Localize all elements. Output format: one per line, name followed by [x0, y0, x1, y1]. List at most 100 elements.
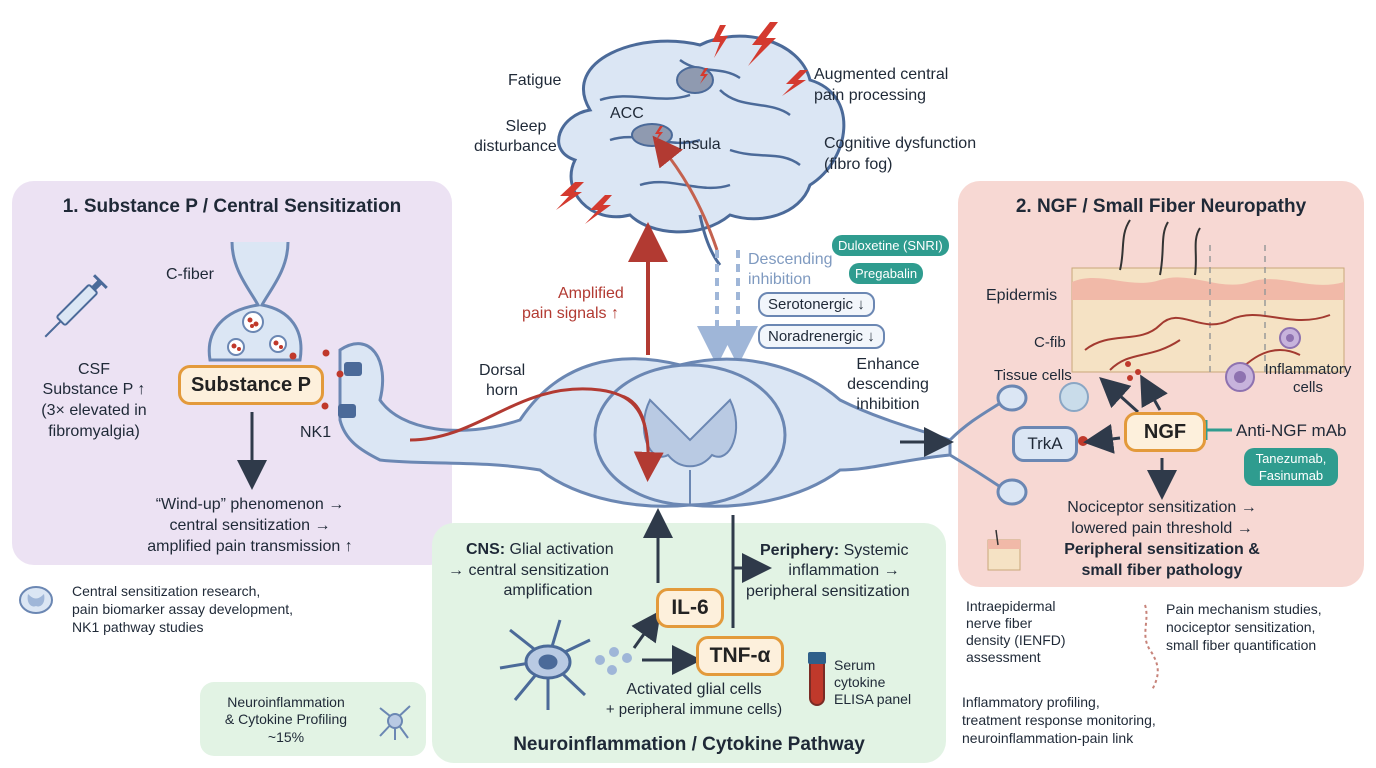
periphery-label-text: Systemic: [839, 542, 909, 559]
profiling-label-line2: & Cytokine Profiling: [224, 711, 348, 727]
ienfd-label-line2: nerve fiber: [966, 615, 1033, 631]
glial-label-line2: + peripheral immune cells): [605, 701, 783, 718]
epidermis-label: Epidermis: [986, 287, 1058, 304]
tanezumab-line1: Tanezumab,: [1255, 451, 1327, 466]
glial-label-line1: Activated glial cells: [626, 681, 762, 698]
periphery-label-line1: Periphery: Systemic: [760, 541, 908, 560]
spinal-cord-icon: [19, 586, 53, 614]
skin-illustration: [1071, 219, 1345, 381]
serum-label-line2: cytokine: [834, 674, 886, 690]
ngf-outcome-line1: Nociceptor sensitization →: [1067, 499, 1257, 516]
nk1-label: NK1: [300, 424, 332, 441]
sleep-label: Sleep: [496, 117, 556, 136]
enhance-label-line3: inhibition: [856, 396, 920, 413]
duloxetine-badge: Duloxetine (SNRI): [832, 235, 949, 256]
lightning-icons: [556, 22, 808, 224]
dorsal-horn-label-line2: horn: [486, 382, 519, 399]
tissue-cells-label: Tissue cells: [994, 367, 1072, 384]
bottom-right-line2: treatment response monitoring,: [962, 712, 1156, 728]
augmented-label-line2: pain processing: [814, 87, 927, 104]
serotonergic-badge: Serotonergic ↓: [758, 292, 875, 317]
glial-cell-icon: [499, 619, 591, 710]
fatigue-label: Fatigue: [508, 72, 562, 89]
ienfd-label-line4: assessment: [966, 649, 1041, 665]
serum-label-line3: ELISA panel: [834, 691, 912, 707]
dorsal-horn-label-line1: Dorsal: [479, 362, 526, 379]
descending-label-line1: Descending: [748, 251, 833, 268]
skin-sample-icon: [987, 529, 1021, 571]
csf-label-line4: fibromyalgia): [48, 423, 140, 440]
cytokine-panel: [432, 523, 946, 763]
trka-label: TrkA: [1027, 434, 1063, 453]
trka-terminals: [948, 384, 1028, 506]
serum-label-line1: Serum: [834, 657, 876, 673]
profiling-label-line3: ~15%: [267, 729, 305, 745]
ngf-panel-title: 2. NGF / Small Fiber Neuropathy: [1015, 196, 1307, 217]
ngf-outcome-line4: small fiber pathology: [1081, 562, 1243, 579]
periphery-label-line3: peripheral sensitization: [746, 583, 910, 600]
trka-receptor: TrkA: [1012, 426, 1078, 462]
ienfd-label-line1: Intraepidermal: [966, 598, 1056, 614]
mech-label-line2: nociceptor sensitization,: [1166, 619, 1316, 635]
bottom-right-line3: neuroinflammation-pain link: [962, 730, 1134, 746]
inflammatory-cells-label-line2: cells: [1292, 379, 1323, 396]
nerve-fiber-icon: [1144, 604, 1159, 691]
tissue-cell-icon: [1059, 382, 1089, 412]
csf-label-line1: CSF: [78, 361, 110, 378]
synapse-illustration: [207, 241, 362, 490]
research-label-line3: NK1 pathway studies: [72, 619, 204, 635]
amplified-label-line1: Amplified: [558, 285, 624, 302]
ngf-pill: NGF: [1124, 412, 1206, 452]
csf-label-line2: Substance P ↑: [42, 381, 146, 398]
windup-label-line3: amplified pain transmission ↑: [147, 538, 353, 555]
substance-p-pill: Substance P: [178, 365, 324, 405]
cns-label-text: Glial activation: [505, 541, 614, 558]
c-fiber-label: C-fiber: [166, 266, 215, 283]
periphery-label-bold: Periphery:: [760, 542, 840, 559]
ngf-outcome-line2: lowered pain threshold →: [1071, 520, 1253, 537]
anti-ngf-label: Anti-NGF mAb: [1236, 421, 1347, 440]
ngf-outcome-line3: Peripheral sensitization &: [1064, 541, 1260, 558]
bottom-right-line1: Inflammatory profiling,: [962, 694, 1100, 710]
enhance-label-line2: descending: [847, 376, 929, 393]
profiling-label-line1: Neuroinflammation: [227, 694, 345, 710]
mech-label-line3: small fiber quantification: [1166, 637, 1317, 653]
augmented-label-line1: Augmented central: [814, 66, 949, 83]
research-label-line2: pain biomarker assay development,: [72, 601, 294, 617]
sleep-label-line2: disturbance: [474, 138, 557, 155]
syringe-icon: [44, 274, 108, 338]
ienfd-label-line3: density (IENFD): [966, 632, 1066, 648]
research-label-line1: Central sensitization research,: [72, 583, 261, 599]
mech-label-line1: Pain mechanism studies,: [1166, 601, 1322, 617]
cns-label-line1: CNS: Glial activation: [466, 540, 614, 559]
csf-label-line3: (3× elevated in: [41, 402, 147, 419]
descending-label-line2: inhibition: [748, 271, 812, 288]
insula-label: Insula: [678, 136, 721, 153]
tnf-pill: TNF-α: [696, 636, 784, 676]
cytokine-panel-title: Neuroinflammation / Cytokine Pathway: [513, 734, 865, 755]
cns-label-bold: CNS:: [466, 541, 506, 558]
inflammatory-cells-label-line1: Inflammatory: [1264, 361, 1352, 378]
tanezumab-badge: Tanezumab, Fasinumab: [1244, 448, 1338, 486]
pregabalin-badge: Pregabalin: [849, 263, 924, 284]
enhance-label-line1: Enhance: [856, 356, 920, 373]
nerve-pathway: [338, 342, 954, 508]
noradrenergic-badge: Noradrenergic ↓: [758, 324, 885, 349]
c-fib-label: C-fib: [1034, 334, 1066, 351]
amplified-label-line2: pain signals ↑: [522, 305, 619, 322]
glial-small-icon: [379, 705, 411, 740]
cns-label-line3: amplification: [503, 582, 593, 599]
sleep-label-line1: Sleep: [505, 118, 547, 135]
il6-pill: IL-6: [656, 588, 724, 628]
brain-illustration: [557, 34, 846, 266]
tanezumab-line2: Fasinumab: [1258, 468, 1324, 483]
cognitive-label-line1: Cognitive dysfunction: [824, 135, 977, 152]
cognitive-label-line2: (fibro fog): [824, 156, 893, 173]
windup-label-line1: “Wind-up” phenomenon →: [155, 496, 345, 513]
blood-tube-icon: [808, 652, 826, 706]
cns-label-line2: → central sensitization: [448, 562, 609, 579]
periphery-label-line2: inflammation →: [788, 562, 900, 579]
windup-label-line2: central sensitization →: [169, 517, 331, 534]
substance-p-panel-title: 1. Substance P / Central Sensitization: [62, 196, 402, 217]
